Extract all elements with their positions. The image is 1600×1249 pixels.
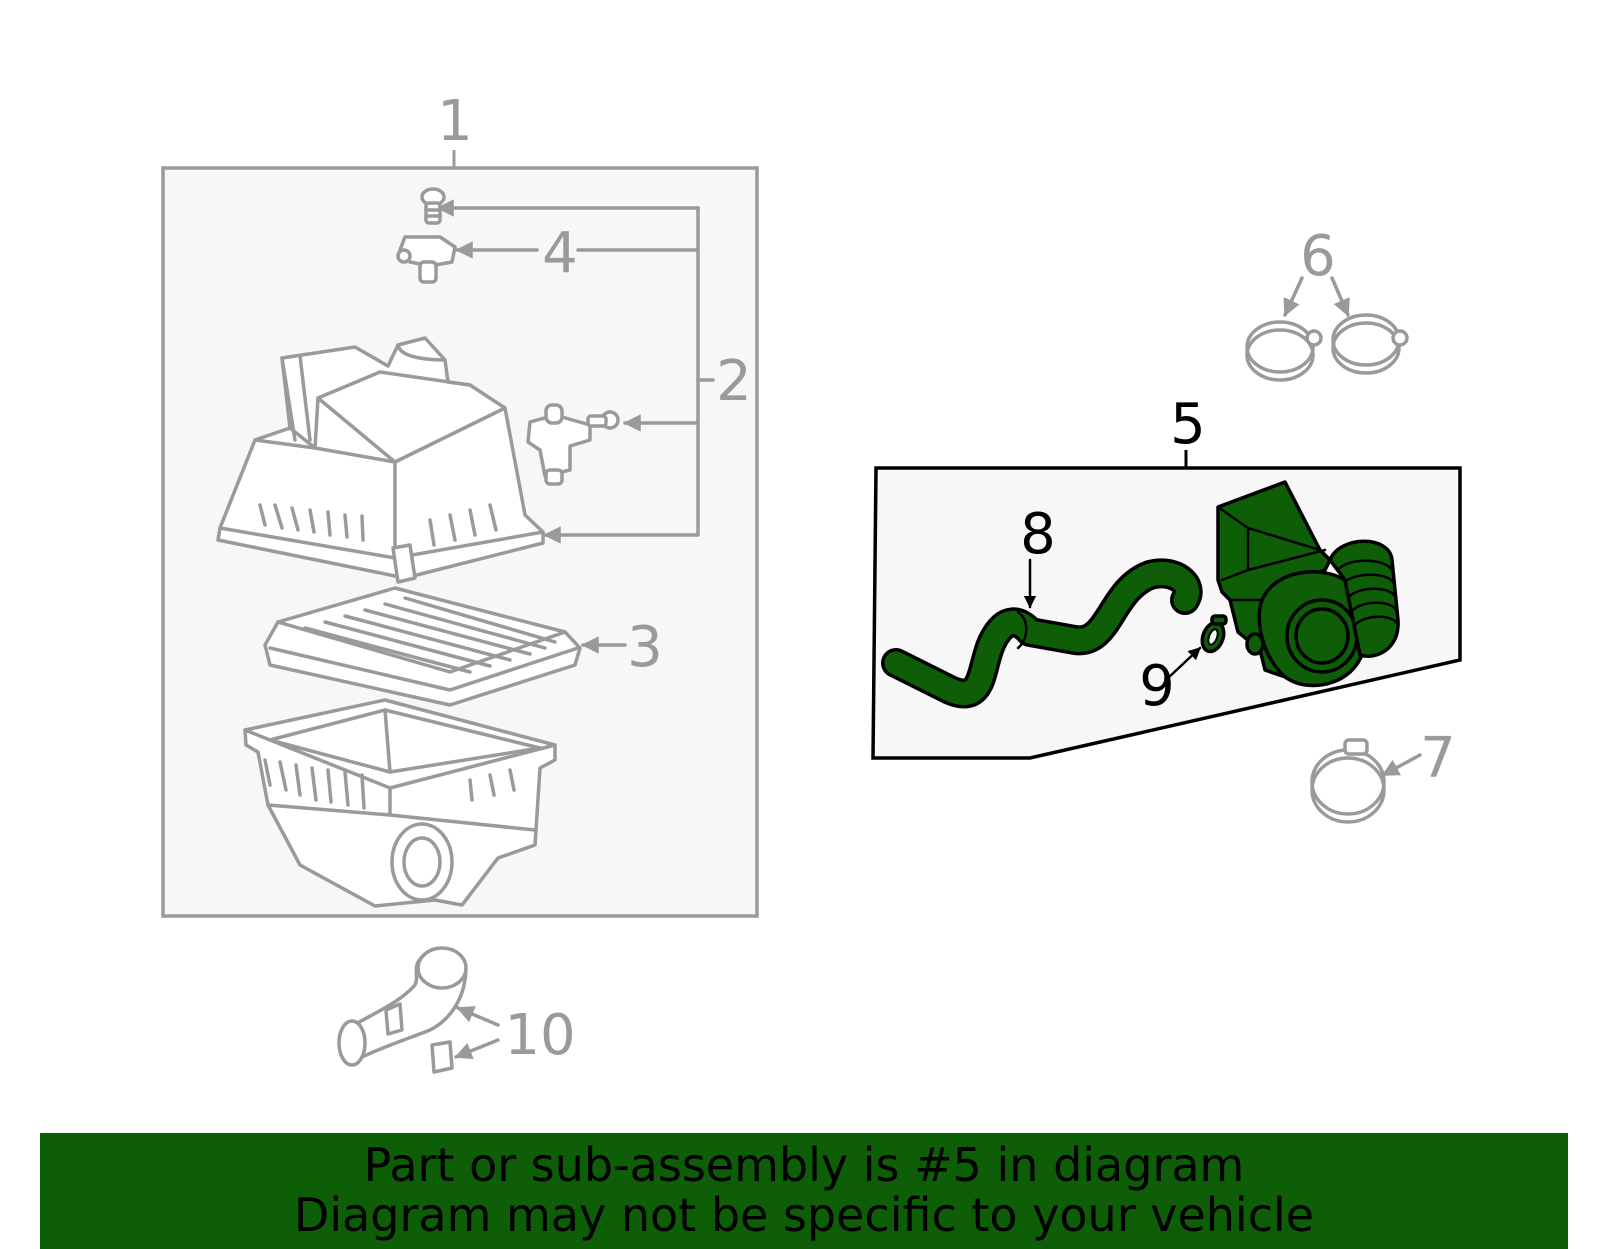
screw-part xyxy=(420,187,446,225)
air-cleaner-cover xyxy=(216,336,545,584)
side-sensor-part xyxy=(526,403,620,486)
callout-4: 4 xyxy=(542,221,578,286)
hose-clamp-part-7 xyxy=(1310,738,1386,824)
leader-lines-6 xyxy=(1283,276,1350,317)
callout-10: 10 xyxy=(504,1003,575,1068)
leader-line-7 xyxy=(1381,753,1422,777)
intake-resonator-part-5[interactable] xyxy=(1216,480,1400,688)
air-hose-part-8[interactable] xyxy=(881,558,1203,709)
callout-8: 8 xyxy=(1020,502,1056,567)
small-clamp-part-9[interactable] xyxy=(1198,614,1228,655)
callout-9: 9 xyxy=(1139,654,1175,719)
intake-duct-part-10 xyxy=(337,946,468,1074)
lower-housing xyxy=(243,698,557,908)
leader-lines-10 xyxy=(454,1006,500,1060)
leader-line-9 xyxy=(1166,646,1202,680)
callout-1: 1 xyxy=(437,89,473,154)
air-filter-part-3 xyxy=(263,586,582,707)
callout-3: 3 xyxy=(627,615,663,680)
callout-5: 5 xyxy=(1170,392,1206,457)
callout-2: 2 xyxy=(716,349,752,414)
hose-clamp-part-6b xyxy=(1331,313,1409,375)
hose-clamp-part-6a xyxy=(1245,320,1323,382)
callout-6: 6 xyxy=(1300,224,1336,289)
sensor-part-4 xyxy=(396,235,457,284)
banner-line-1: Part or sub-assembly is #5 in diagram xyxy=(363,1138,1245,1192)
leader-lines-2 xyxy=(436,199,715,544)
banner-line-2: Diagram may not be specific to your vehi… xyxy=(293,1188,1315,1242)
callout-7: 7 xyxy=(1420,726,1456,791)
info-banner: Part or sub-assembly is #5 in diagram Di… xyxy=(40,1133,1568,1249)
